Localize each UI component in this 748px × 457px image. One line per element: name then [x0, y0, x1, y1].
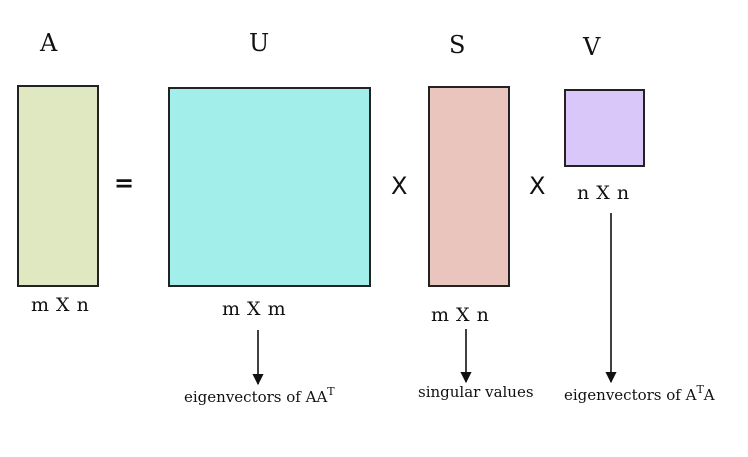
matrix-u-label: U — [249, 29, 270, 57]
equals-sign: = — [114, 169, 135, 197]
note-u-superscript: T — [327, 385, 335, 398]
matrix-u-box — [168, 87, 371, 287]
matrix-s-dims: m X n — [431, 304, 490, 326]
matrix-v-dims: n X n — [577, 182, 630, 204]
matrix-a-label: A — [40, 29, 58, 57]
multiply-sign-2: X — [529, 172, 546, 200]
note-v-suffix: A — [703, 386, 715, 404]
matrix-v-box — [564, 89, 645, 167]
matrix-a-box — [17, 85, 99, 287]
matrix-s-label: S — [449, 31, 466, 59]
matrix-u-dims: m X m — [222, 298, 287, 320]
note-u-text: eigenvectors of AA — [184, 388, 328, 406]
matrix-s-box — [428, 86, 510, 287]
matrix-a-dims: m X n — [31, 294, 90, 316]
matrix-v-label: V — [583, 33, 601, 61]
note-v-superscript: T — [696, 383, 704, 396]
multiply-sign-1: X — [391, 172, 408, 200]
note-s: singular values — [418, 383, 534, 401]
note-v-text: eigenvectors of A — [564, 386, 697, 404]
note-u: eigenvectors of AAT — [184, 385, 335, 406]
note-v: eigenvectors of ATA — [564, 383, 715, 404]
